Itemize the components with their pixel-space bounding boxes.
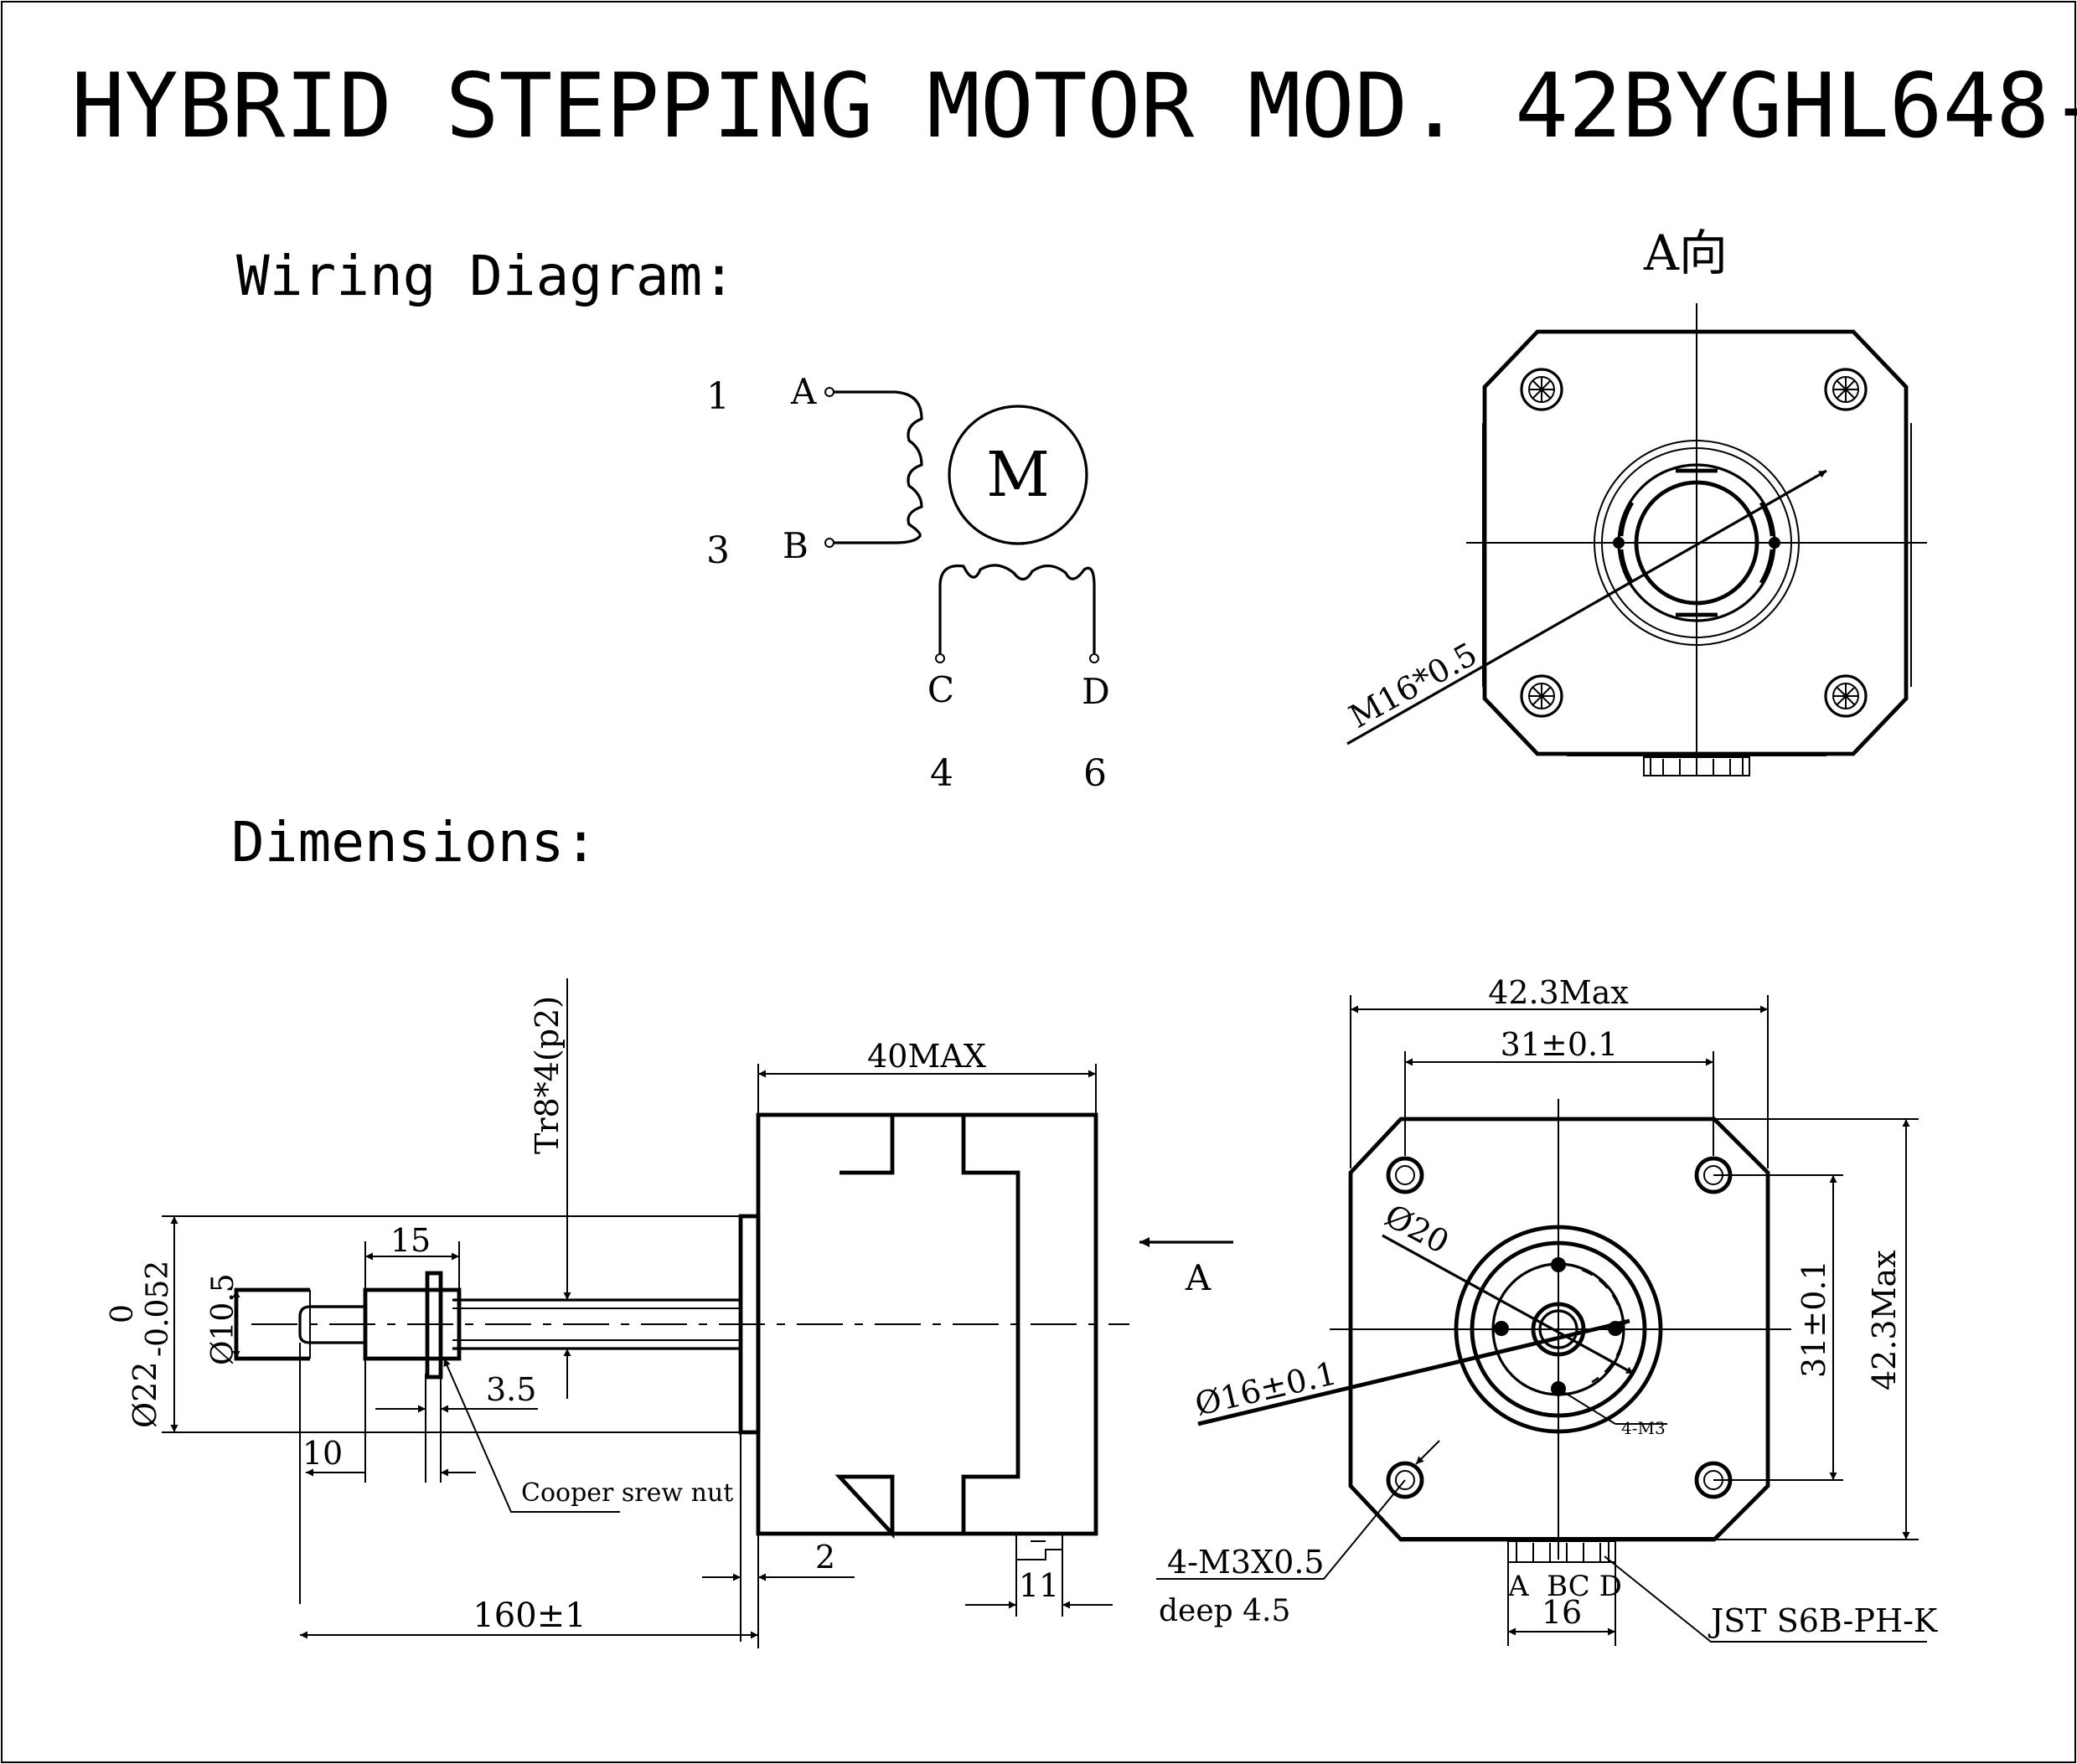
terminal-a	[824, 387, 834, 397]
dim-flange-thk: 2	[815, 1539, 835, 1576]
motor-symbol-circle	[948, 405, 1088, 545]
dimensions-heading: Dimensions:	[231, 810, 597, 874]
front-screw-bl	[1520, 674, 1563, 718]
front-outer-ring	[1594, 440, 1800, 646]
front-thread-label: M16*0.5	[1343, 636, 1483, 735]
end-connector	[1507, 1540, 1616, 1563]
wire-letter-a: A	[790, 371, 817, 412]
front-screw-tl	[1520, 368, 1563, 411]
dim-hole-pitch-v: 31±0.1	[1795, 1260, 1832, 1378]
front-screw-br	[1824, 674, 1868, 718]
side-connector	[1015, 1534, 1063, 1560]
end-view: 42.3Max 31±0.1 Ø20 Ø16±0.1	[1156, 974, 1938, 1646]
end-hole-bl	[1386, 1461, 1424, 1499]
motor-symbol-label: M	[986, 439, 1050, 511]
dim-nut-length: 15	[390, 1222, 431, 1259]
dim-height-max: 42.3Max	[1866, 1250, 1903, 1390]
drawing-title: HYBRID STEPPING MOTOR MOD. 42BYGHL648-04…	[71, 54, 2077, 157]
dim-tol-upper: 0	[106, 1304, 140, 1323]
dim-width-max: 42.3Max	[1488, 974, 1629, 1011]
front-screw-tr	[1824, 368, 1868, 411]
dim-shaft-end: 10	[302, 1435, 343, 1472]
wire-letter-d: D	[1082, 671, 1110, 712]
wire-number-6: 6	[1083, 752, 1107, 795]
wiring-heading: Wiring Diagram:	[236, 244, 736, 308]
dim-screw-thread: Tr8*4(p2)	[529, 996, 566, 1154]
wire-number-1: 1	[706, 375, 730, 418]
wire-number-3: 3	[706, 529, 730, 572]
terminal-d	[1089, 653, 1099, 663]
dim-flange-gap: 3.5	[486, 1371, 536, 1408]
dim-connector-pitch: 16	[1542, 1594, 1582, 1631]
side-lead-screw	[310, 1298, 741, 1350]
nut-callout: Cooper srew nut	[521, 1478, 733, 1508]
wire-letter-b: B	[783, 525, 809, 566]
view-arrow-label: A	[1185, 1257, 1212, 1298]
front-connector	[1643, 756, 1750, 776]
wire-letter-c: C	[927, 669, 954, 710]
front-view-label: A向	[1643, 224, 1728, 281]
dim-hole-pitch: 31±0.1	[1501, 1026, 1619, 1063]
dim-total-length: 160±1	[473, 1596, 586, 1635]
end-hole-tl	[1386, 1156, 1424, 1194]
hole-depth-callout: deep 4.5	[1159, 1594, 1290, 1628]
coil-cd	[938, 564, 1096, 653]
dim-boss-dia: Ø16±0.1	[1191, 1354, 1340, 1423]
mount-holes-callout: 4-M3X0.5	[1167, 1544, 1325, 1581]
dim-pilot-dia: Ø22	[127, 1361, 163, 1428]
front-view: A向	[1343, 224, 1927, 776]
wire-number-4: 4	[930, 752, 953, 795]
side-view: 40MAX Tr8*4(p2) 15 0 -0.052 Ø22	[106, 978, 1233, 1648]
terminal-c	[935, 653, 945, 663]
end-pilot-ring	[1454, 1225, 1663, 1434]
dim-nut-dia: Ø10.5	[206, 1273, 240, 1365]
connector-callout: JST S6B-PH-K	[1708, 1602, 1938, 1639]
coil-ab	[834, 390, 923, 544]
dim-pilot-ring: Ø20	[1379, 1197, 1455, 1261]
wiring-diagram: Wiring Diagram: 1 3 A B M C D 4 6	[236, 244, 1110, 795]
pin-letters: A BC D	[1507, 1570, 1622, 1603]
nut-holes-callout: 4-M3	[1621, 1418, 1666, 1438]
terminal-b	[824, 538, 834, 548]
dim-body-length: 40MAX	[867, 1038, 986, 1075]
front-body-outline	[1482, 329, 1909, 756]
dim-connector-width: 11	[1019, 1567, 1059, 1604]
dim-tol-lower: -0.052	[141, 1261, 175, 1357]
